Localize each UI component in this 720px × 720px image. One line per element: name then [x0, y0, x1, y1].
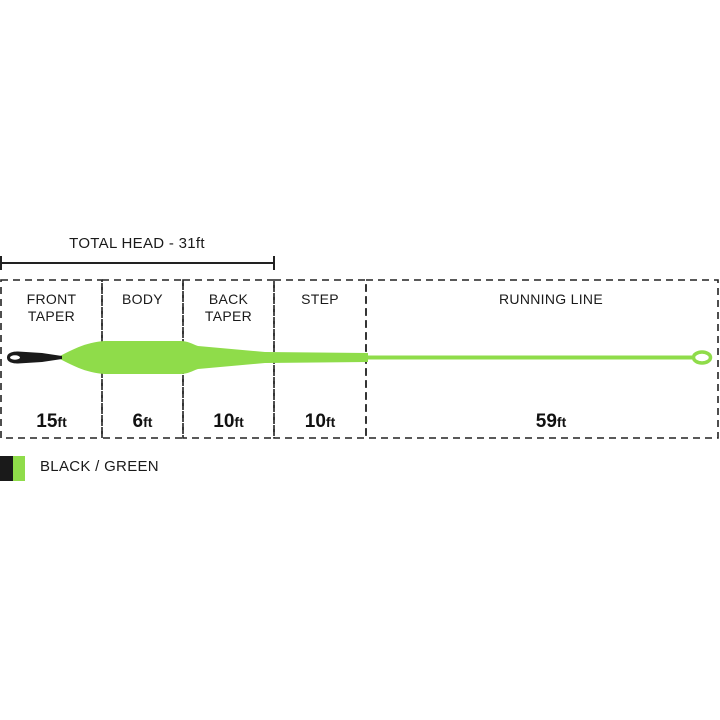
black-tip: [7, 351, 62, 364]
section-label-line2: TAPER: [27, 308, 76, 324]
head-green: [58, 341, 368, 374]
section-length-back-taper: 10ft: [183, 411, 274, 433]
section-label-line1: RUNNING LINE: [499, 291, 603, 307]
section-length-step: 10ft: [274, 411, 366, 433]
section-label-line1: BODY: [122, 291, 163, 307]
length-value: 10: [304, 411, 326, 432]
legend-label: BLACK / GREEN: [40, 458, 159, 475]
total-head-label: TOTAL HEAD - 31ft: [69, 235, 205, 252]
tip-loop: [10, 355, 20, 360]
section-label-step: STEP: [274, 291, 366, 308]
length-unit: ft: [556, 414, 567, 430]
fly-line-profile: [7, 341, 713, 374]
length-value: 59: [535, 411, 557, 432]
length-value: 15: [36, 411, 58, 432]
length-unit: ft: [325, 414, 336, 430]
section-label-running-line: RUNNING LINE: [366, 291, 720, 308]
section-length-front-taper: 15ft: [1, 411, 102, 433]
length-unit: ft: [234, 414, 244, 430]
running-line: [355, 355, 692, 360]
section-length-body: 6ft: [102, 411, 183, 433]
section-length-running-line: 59ft: [366, 411, 720, 433]
section-label-body: BODY: [102, 291, 183, 308]
end-loop: [691, 350, 713, 365]
total-head-bracket: [0, 256, 275, 270]
length-unit: ft: [57, 414, 67, 430]
section-label-line1: FRONT: [26, 291, 77, 307]
legend-swatch-black: [0, 456, 13, 481]
length-value: 10: [213, 411, 235, 432]
length-value: 6: [132, 411, 144, 432]
length-unit: ft: [143, 414, 153, 430]
section-label-front-taper: FRONT TAPER: [1, 291, 102, 325]
legend-swatch-green: [13, 456, 25, 481]
section-label-back-taper: BACK TAPER: [183, 291, 274, 325]
section-label-line1: BACK: [208, 291, 249, 307]
legend-swatch: [0, 456, 25, 481]
section-label-line1: STEP: [301, 291, 339, 307]
section-label-line2: TAPER: [204, 308, 253, 324]
